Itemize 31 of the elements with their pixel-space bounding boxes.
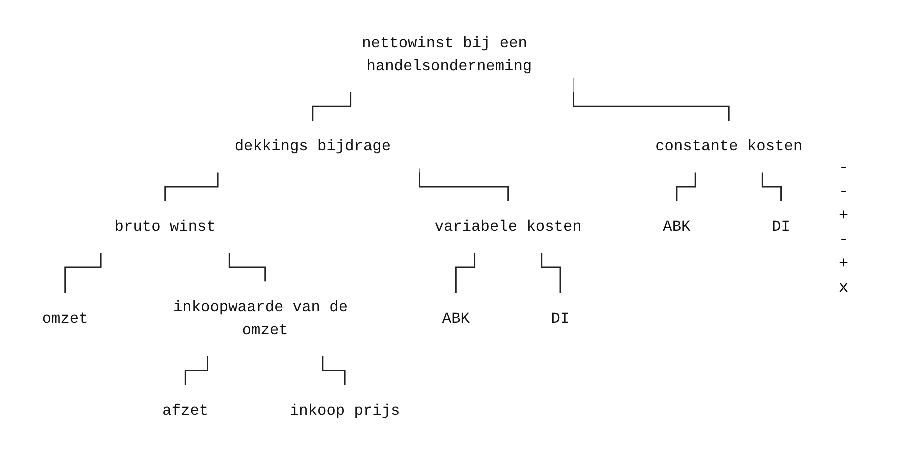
node-text: ABK [442, 310, 470, 328]
connector [228, 253, 266, 283]
connector [312, 92, 352, 122]
connector [541, 253, 562, 294]
connector [164, 172, 219, 202]
node-text: DI [772, 218, 790, 236]
node-text: dekkings bijdrage [234, 138, 392, 156]
connector [762, 172, 782, 202]
operator-sign: - [839, 230, 850, 248]
connector [676, 172, 696, 202]
connector [64, 253, 102, 294]
node-text: omzet [42, 310, 88, 328]
operator-sign: - [839, 182, 850, 200]
node-text: constante kosten [656, 138, 803, 156]
node-text: inkoopwaarde van de omzet [173, 299, 348, 340]
node-text: ABK [663, 218, 691, 236]
connector [184, 356, 208, 386]
operator-sign: x [839, 278, 850, 296]
operator-sign: - [839, 158, 850, 176]
connector [455, 253, 476, 294]
operator-sign: + [839, 254, 850, 272]
node-text: afzet [162, 402, 209, 420]
node-text: bruto winst [114, 218, 216, 236]
connector [419, 169, 510, 202]
connector [573, 78, 730, 122]
connector [322, 356, 346, 386]
node-text: variabele kosten [434, 218, 582, 236]
node-text: inkoop prijs [290, 402, 400, 420]
operator-sign: + [839, 206, 850, 224]
node-text: DI [551, 310, 570, 328]
node-text: nettowinst bij een handelsonderneming [362, 35, 532, 76]
